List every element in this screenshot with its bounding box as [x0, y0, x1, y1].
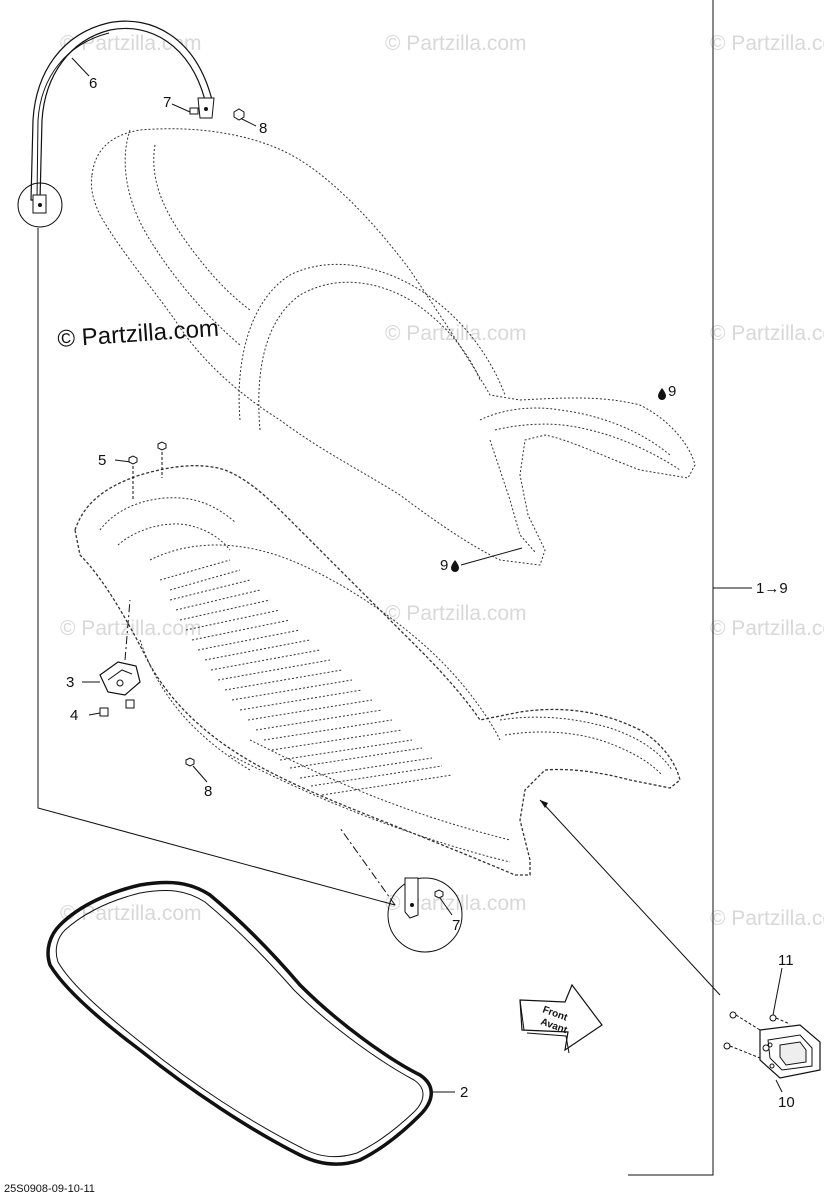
leader: [37, 228, 396, 906]
callout-detail-screw: 7: [452, 917, 460, 934]
callout-latch: 3: [66, 674, 74, 691]
front-arrow: Front Avant: [519, 983, 603, 1054]
base-nuts: [114, 441, 167, 500]
watermark: © Partzilla.com: [60, 902, 202, 925]
callout-base-nut-lower: 8: [204, 783, 212, 800]
watermark: © Partzilla.com: [710, 617, 824, 640]
bracket: [723, 967, 821, 1093]
watermark: © Partzilla.com: [385, 602, 527, 625]
leader: [192, 765, 208, 783]
watermark: © Partzilla.com: [710, 32, 824, 55]
drawing-code: 25S0908-09-10-11: [4, 1183, 95, 1195]
latch: [82, 599, 141, 717]
sealant-drop-icon: [658, 388, 666, 400]
callout-bracket: 10: [778, 1094, 795, 1111]
callout-strap-screw: 7: [163, 94, 171, 111]
watermark: © Partzilla.com: [385, 892, 527, 915]
watermark: © Partzilla.com: [710, 907, 824, 930]
seat-cover: [90, 128, 696, 566]
strap-fasteners: [171, 103, 257, 127]
callout-base-nut: 5: [98, 452, 106, 469]
kit-bracket: [628, 0, 752, 1176]
callout-gasket: 2: [460, 1084, 468, 1101]
watermark: © Partzilla.com: [385, 32, 527, 55]
watermark-layer: © Partzilla.com © Partzilla.com © Partzi…: [57, 32, 824, 930]
watermark: © Partzilla.com: [710, 322, 824, 345]
gasket: [46, 880, 455, 1166]
nut-icon: [185, 757, 195, 767]
leader: [71, 57, 90, 77]
callout-strap-nut: 8: [259, 120, 267, 137]
watermark: © Partzilla.com: [385, 322, 527, 345]
detail-circle: [339, 827, 463, 953]
callout-bracket-screw: 11: [778, 952, 794, 969]
seat-base: [74, 465, 681, 876]
callout-seat-sealant-right: 9: [668, 383, 676, 400]
leader: [460, 547, 523, 566]
callout-strap: 6: [89, 75, 97, 92]
bracket-leader: [539, 799, 721, 996]
callout-seat-sealant-bottom: 9: [440, 557, 448, 574]
callout-kit-range: 1→9: [756, 580, 788, 597]
callout-latch-screw: 4: [70, 707, 78, 724]
sealant-drop-icon: [451, 560, 459, 572]
strap: [17, 20, 215, 228]
